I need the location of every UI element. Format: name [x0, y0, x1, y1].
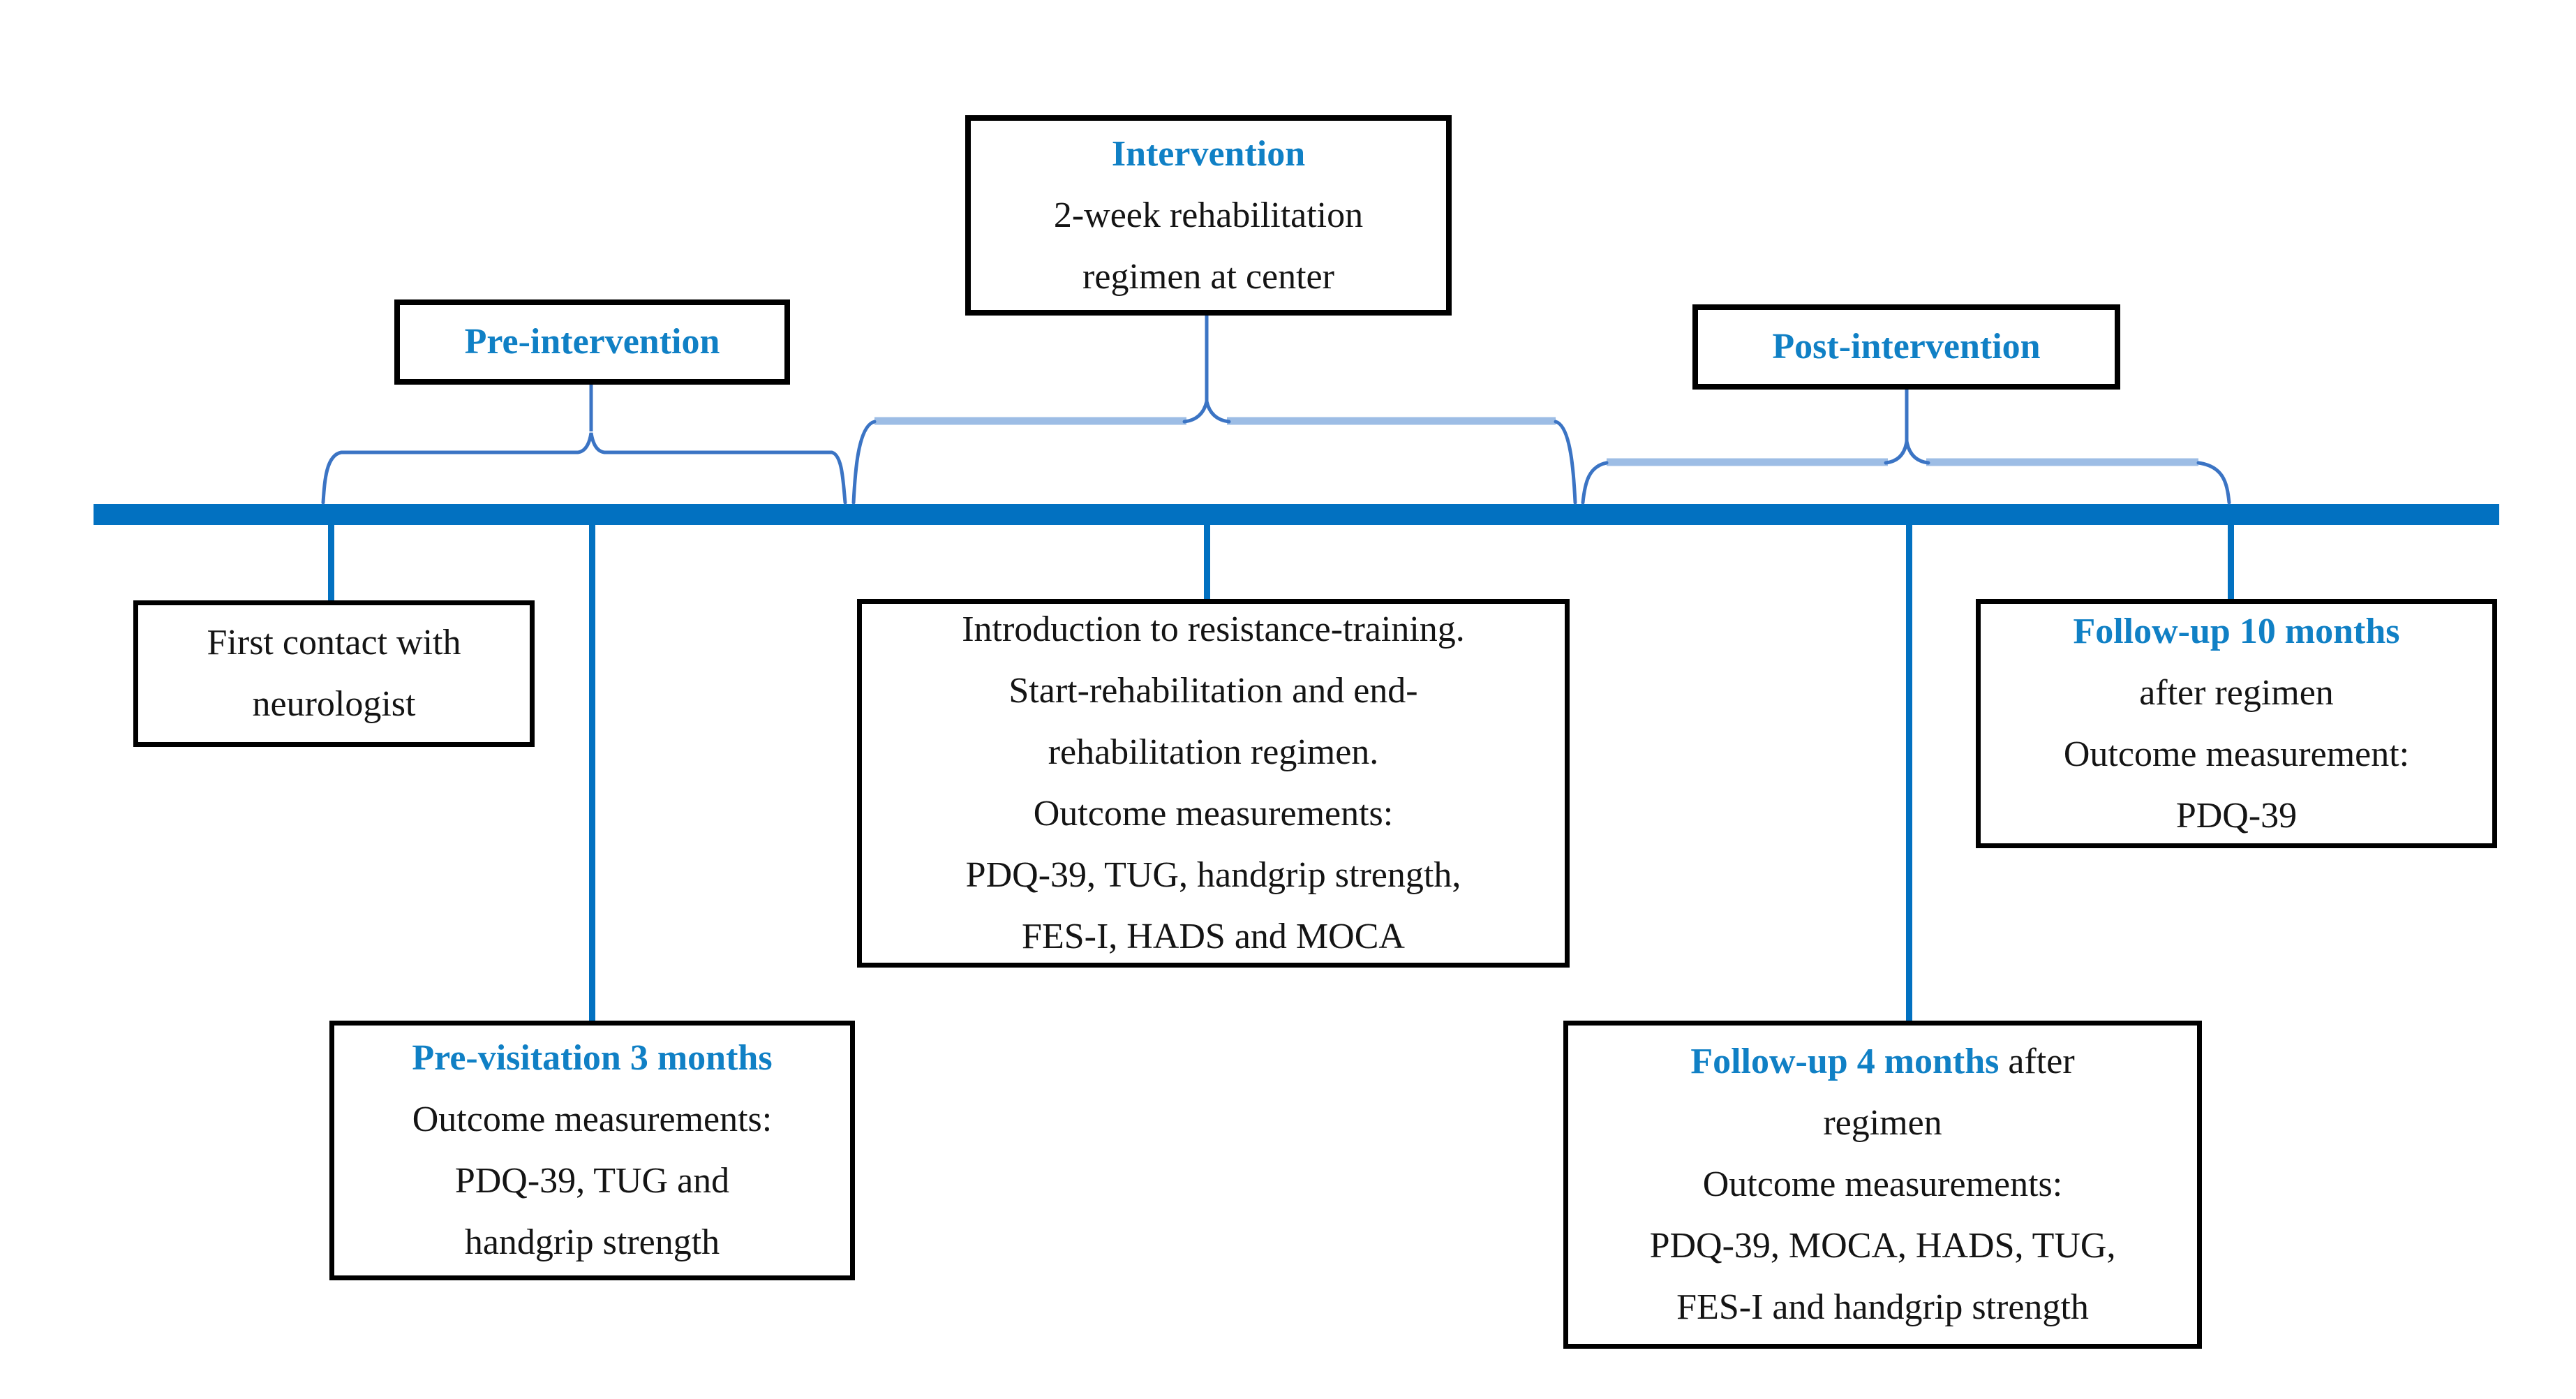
followup-4-line4: FES-I and handgrip strength: [1676, 1287, 2089, 1327]
intervention-detail-box: Introduction to resistance-training. Sta…: [857, 599, 1570, 968]
intervention-detail-line1: Introduction to resistance-training.: [962, 609, 1465, 649]
intervention-detail-line6: FES-I, HADS and MOCA: [1022, 917, 1405, 956]
intervention-label-box: Intervention 2-week rehabilitation regim…: [965, 115, 1452, 316]
timeline-bar: [94, 504, 2499, 525]
followup-4-title: Follow-up 4 months: [1690, 1042, 2000, 1081]
followup-10-title: Follow-up 10 months: [2073, 611, 2400, 651]
pre-visitation-line3: handgrip strength: [464, 1222, 720, 1262]
post-intervention-brace-ends: [1581, 461, 2231, 505]
post-intervention-label: Post-intervention: [1772, 327, 2041, 367]
pre-intervention-label-box: Pre-intervention: [394, 299, 790, 385]
followup-4-line1: regimen: [1823, 1103, 1942, 1143]
intervention-subtitle-line1: 2-week rehabilitation: [1053, 195, 1364, 235]
intervention-detail-line2: Start-rehabilitation and end-: [1008, 671, 1418, 711]
followup-4-line2: Outcome measurements:: [1702, 1164, 2063, 1204]
first-contact-line1: First contact with: [207, 623, 461, 663]
followup-4-line3: PDQ-39, MOCA, HADS, TUG,: [1649, 1226, 2116, 1266]
intervention-brace-ends: [851, 420, 1577, 505]
followup-4-title-suffix: after: [1999, 1042, 2075, 1081]
intervention-title: Intervention: [1111, 133, 1306, 174]
followup-10-line2: Outcome measurement:: [2063, 734, 2410, 774]
tick-followup-10: [2228, 524, 2234, 600]
intervention-brace-peak: [1182, 401, 1231, 424]
pre-visitation-box: Pre-visitation 3 months Outcome measurem…: [329, 1021, 855, 1280]
followup-10-line3: PDQ-39: [2175, 795, 2298, 836]
post-intervention-label-box: Post-intervention: [1692, 304, 2120, 390]
first-contact-line2: neurologist: [252, 684, 416, 724]
tick-followup-4: [1906, 524, 1912, 1021]
pre-visitation-line1: Outcome measurements:: [412, 1100, 773, 1139]
followup-10-months-box: Follow-up 10 months after regimen Outcom…: [1976, 599, 2497, 848]
post-intervention-brace-peak: [1884, 441, 1930, 465]
intervention-subtitle-line2: regimen at center: [1082, 256, 1334, 297]
pre-visitation-title: Pre-visitation 3 months: [412, 1038, 773, 1078]
tick-intervention: [1204, 524, 1210, 600]
followup-4-months-box: Follow-up 4 months after regimen Outcome…: [1563, 1021, 2202, 1349]
followup-4-title-line: Follow-up 4 months after: [1690, 1031, 2074, 1093]
pre-intervention-label: Pre-intervention: [464, 322, 720, 362]
intervention-detail-line4: Outcome measurements:: [1033, 794, 1394, 834]
pre-intervention-brace: [321, 432, 847, 505]
intervention-detail-line3: rehabilitation regimen.: [1048, 732, 1379, 772]
intervention-detail-line5: PDQ-39, TUG, handgrip strength,: [965, 855, 1461, 895]
first-contact-box: First contact with neurologist: [133, 600, 535, 747]
pre-visitation-line2: PDQ-39, TUG and: [454, 1161, 730, 1201]
tick-pre-visitation: [589, 524, 595, 1021]
tick-first-contact: [328, 524, 334, 600]
followup-10-line1: after regimen: [2139, 672, 2334, 713]
